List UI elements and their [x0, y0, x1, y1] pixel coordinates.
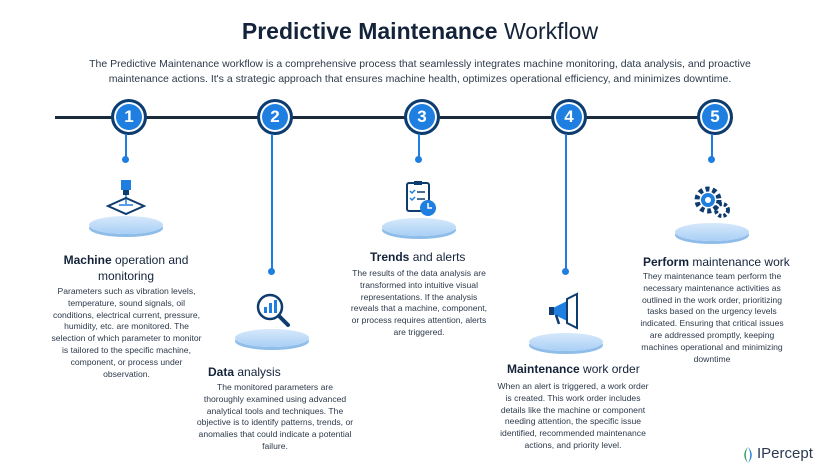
- step-4-title: Maintenance work order: [507, 362, 640, 376]
- step-3-dot: [415, 156, 422, 163]
- step-2-title: Data analysis: [208, 365, 281, 379]
- intro-text: The Predictive Maintenance workflow is a…: [89, 58, 751, 85]
- step-5-pedestal: [675, 223, 749, 241]
- step-4-dot: [562, 268, 569, 275]
- page-title: Predictive Maintenance Workflow: [0, 18, 840, 45]
- step-2-description: The monitored parameters are thoroughly …: [196, 382, 354, 451]
- step-1-description: Parameters such as vibration levels, tem…: [51, 286, 202, 379]
- step-5-node: 5: [697, 99, 733, 135]
- step-4-connector: [565, 134, 567, 270]
- ipercept-logo-icon: [744, 447, 752, 463]
- step-3-description: The results of the data analysis are tra…: [350, 268, 488, 337]
- step-4-pedestal: [529, 333, 603, 351]
- magnifier-chart-icon: [256, 293, 290, 327]
- step-4-description: When an alert is triggered, a work order…: [497, 381, 649, 450]
- step-5-title: Perform maintenance work: [643, 255, 790, 269]
- step-4-node: 4: [551, 99, 587, 135]
- step-1-title: Machine operation and monitoring: [63, 253, 189, 283]
- title-light: Workflow: [503, 18, 599, 44]
- step-2-node: 2: [257, 99, 293, 135]
- step-2-pedestal: [235, 329, 309, 347]
- step-3-node: 3: [404, 99, 440, 135]
- timeline-line: [55, 116, 720, 119]
- step-5-description: They maintenance team perform the necess…: [640, 271, 784, 364]
- step-2-connector: [271, 134, 273, 270]
- title-bold: Predictive Maintenance: [241, 18, 498, 44]
- checklist-clock-icon: [406, 181, 436, 216]
- megaphone-icon: [549, 292, 578, 330]
- step-5-dot: [708, 156, 715, 163]
- step-1-node: 1: [111, 99, 147, 135]
- step-5-connector: [711, 134, 713, 158]
- laser-machine-icon: [105, 180, 147, 216]
- step-1-dot: [122, 156, 129, 163]
- step-1-pedestal: [89, 216, 163, 234]
- step-3-connector: [418, 134, 420, 158]
- step-3-pedestal: [382, 218, 456, 236]
- step-3-title: Trends and alerts: [370, 250, 466, 264]
- gears-icon: [694, 186, 730, 218]
- step-1-connector: [125, 134, 127, 158]
- brand-logo-text: IPercept: [757, 445, 813, 462]
- step-2-dot: [268, 268, 275, 275]
